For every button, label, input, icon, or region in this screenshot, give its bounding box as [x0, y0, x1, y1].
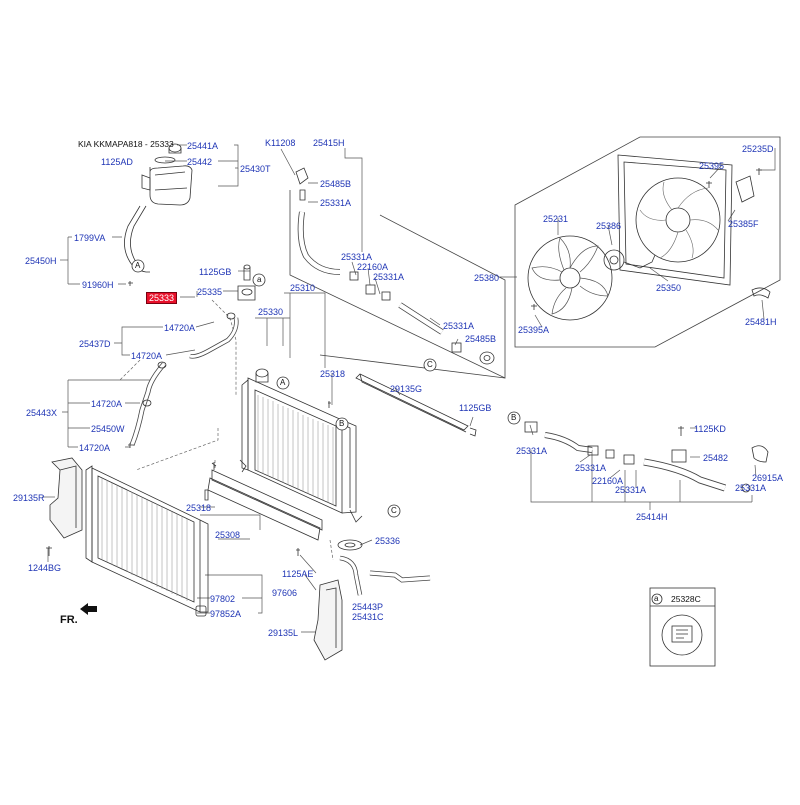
callout-letter: B — [511, 413, 517, 422]
part-label: 1125AD — [101, 157, 133, 167]
part-label: 25437D — [79, 339, 111, 349]
part-label: 25395A — [518, 325, 550, 335]
part-label: 25336 — [375, 536, 401, 546]
part-label: 29135G — [390, 384, 423, 394]
part-label: 25442 — [187, 157, 213, 167]
front-arrow-art — [80, 603, 97, 615]
part-label: 25430T — [240, 164, 271, 174]
fan-assembly-illustration — [527, 154, 771, 321]
part-label: 25318 — [186, 503, 212, 513]
lower-small-hose-illustration — [296, 539, 431, 596]
air-guard-upper-illustration — [355, 373, 477, 437]
callout-letter: a — [257, 275, 262, 284]
part-label: 25386 — [596, 221, 622, 231]
part-label: 25350 — [656, 283, 682, 293]
legend-part-label: 25328C — [671, 594, 701, 604]
part-label: 25443P — [352, 602, 384, 612]
part-label: 25330 — [258, 307, 284, 317]
lower-tank-illustration — [204, 462, 323, 541]
part-label: 25385F — [728, 219, 759, 229]
part-label: 1125KD — [694, 424, 726, 434]
part-label: 25414H — [636, 512, 668, 522]
part-label: 25485B — [320, 179, 352, 189]
part-label: 14720A — [79, 443, 111, 453]
condenser-illustration — [85, 465, 209, 617]
part-label: 25331A — [575, 463, 607, 473]
part-label: 22160A — [357, 262, 389, 272]
part-label: 97802 — [210, 594, 236, 604]
part-label: K11208 — [265, 138, 296, 148]
part-label: 1799VA — [74, 233, 106, 243]
part-label: 25331A — [516, 446, 548, 456]
part-label: 25415H — [313, 138, 345, 148]
callout-letter: C — [427, 360, 433, 369]
part-label: 1125AE — [282, 569, 314, 579]
callout-letter: B — [339, 419, 345, 428]
front-direction-label: FR. — [60, 614, 78, 626]
part-label: 25331A — [373, 272, 405, 282]
callout-letter: A — [280, 378, 286, 387]
part-label: 25331A — [341, 252, 373, 262]
highlighted-part-label[interactable]: 25333 — [146, 292, 178, 304]
part-label: 25443X — [26, 408, 58, 418]
part-label: 25318 — [320, 369, 346, 379]
part-label: 25235D — [742, 144, 774, 154]
part-label: 25335 — [197, 287, 223, 297]
radiator-illustration — [239, 368, 363, 523]
callout-letter: C — [391, 506, 397, 515]
callout-letter: A — [135, 261, 141, 270]
upper-hose-illustration — [128, 312, 239, 448]
part-label: 25331A — [443, 321, 475, 331]
part-label: 25485B — [465, 334, 497, 344]
part-label: 26915A — [752, 473, 784, 483]
part-label: 25450H — [25, 256, 57, 266]
part-label: 14720A — [91, 399, 123, 409]
heater-hose-illustration — [295, 167, 495, 365]
part-label: 14720A — [131, 351, 163, 361]
part-label: 1125GB — [199, 267, 232, 277]
part-label: 1244BG — [28, 563, 62, 573]
group-frames — [289, 136, 781, 379]
lower-hose-illustration — [524, 421, 769, 493]
part-label: 25482 — [703, 453, 729, 463]
leader-lines — [42, 144, 776, 633]
callout-circles — [131, 259, 521, 518]
part-label: 25331A — [320, 198, 352, 208]
part-label: 25331A — [735, 483, 767, 493]
part-label: 1125GB — [459, 403, 492, 413]
part-label: 25231 — [543, 214, 569, 224]
part-label: 97852A — [210, 609, 242, 619]
part-label: 25441A — [187, 141, 219, 151]
page-title: KIA KKMAPA818 - 25333 — [78, 139, 174, 149]
reservoir-illustration — [124, 143, 256, 301]
part-label: 14720A — [164, 323, 196, 333]
part-label: 25450W — [91, 424, 125, 434]
part-label: 97606 — [272, 588, 298, 598]
part-label: 22160A — [592, 476, 624, 486]
part-label: 25395 — [699, 161, 725, 171]
part-label: 29135R — [13, 493, 45, 503]
seal-illustrations — [46, 457, 343, 661]
legend-marker: a — [654, 594, 659, 603]
part-label: 25308 — [215, 530, 241, 540]
part-label: 25481H — [745, 317, 777, 327]
part-label: 25310 — [290, 283, 316, 293]
part-label: 91960H — [82, 280, 114, 290]
part-label: 25331A — [615, 485, 647, 495]
legend-box-art — [649, 587, 716, 667]
part-label: 29135L — [268, 628, 299, 638]
part-label: 25380 — [474, 273, 500, 283]
part-label: 25431C — [352, 612, 384, 622]
